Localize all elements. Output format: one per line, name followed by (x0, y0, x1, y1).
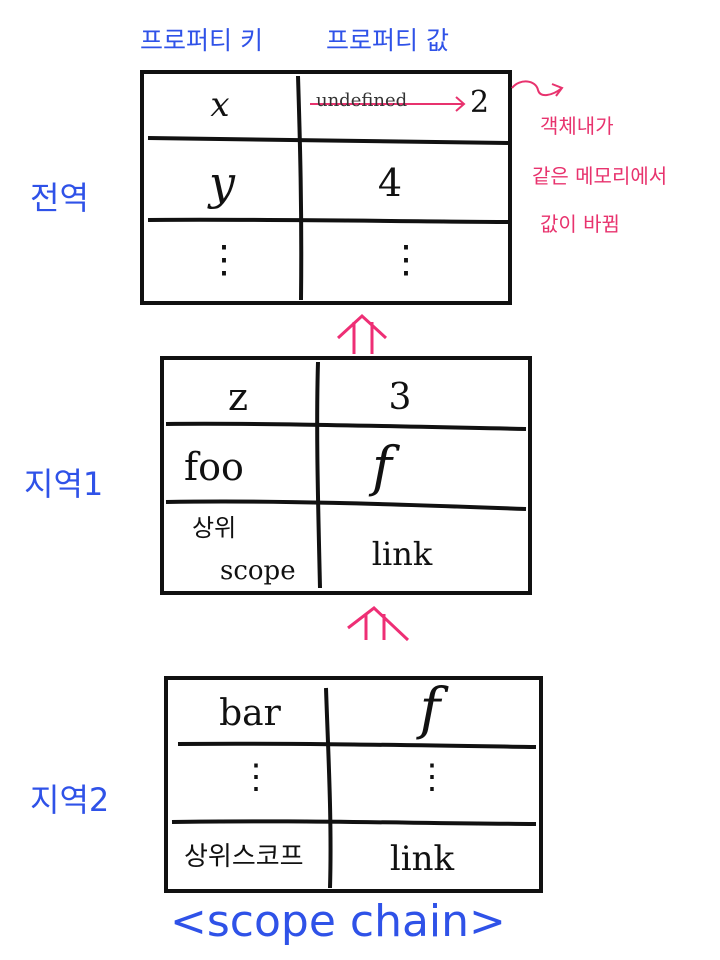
local2-row-2-value: ⋮ (415, 757, 449, 797)
chain-arrow-2 (347, 606, 410, 642)
annotation-line-3: 값이 바뀜 (540, 212, 620, 236)
global-row-1-old-value: undefined (316, 90, 408, 111)
global-row-3-value: ⋮ (387, 237, 425, 281)
local1-row-1-value: 3 (388, 377, 412, 418)
local2-row-line-1 (177, 741, 537, 749)
global-table-border (140, 70, 512, 305)
local1-row-1-key: z (227, 375, 249, 419)
annotation-line-1: 객체내가 (540, 114, 614, 138)
global-row-line-1 (147, 136, 509, 145)
local2-row-1-value: f (419, 677, 441, 742)
local1-scope-table (160, 356, 532, 595)
local1-row-2-key: foo (184, 445, 244, 489)
global-row-1-key: x (210, 85, 230, 125)
global-row-3-key: ⋮ (205, 237, 243, 281)
change-arrow-icon (448, 96, 466, 112)
local2-row-3-key: 상위스코프 (184, 842, 304, 872)
scope-chain-caption: <scope chain> (170, 896, 506, 947)
local1-row-2-value: f (372, 435, 392, 498)
local1-row-line-2 (165, 499, 527, 511)
property-key-header: 프로퍼티 키 (140, 26, 263, 55)
local2-table-divider (324, 687, 333, 889)
local2-table-border (164, 676, 543, 893)
local1-scope-label: 지역1 (24, 465, 104, 503)
global-scope-label: 전역 (30, 179, 89, 217)
local2-scope-table (164, 676, 543, 893)
local1-table-divider (315, 361, 322, 589)
global-row-1-value: 2 (470, 85, 490, 120)
local2-row-2-key: ⋮ (239, 757, 273, 797)
global-row-2-key: y (209, 156, 235, 210)
local2-row-1-key: bar (219, 693, 281, 734)
local2-row-line-2 (171, 819, 537, 826)
local1-row-line-1 (165, 421, 527, 431)
annotation-line-2: 같은 메모리에서 (532, 164, 668, 188)
local2-row-3-value: link (389, 839, 455, 879)
global-scope-table (140, 70, 564, 305)
global-row-line-2 (147, 217, 509, 224)
local2-scope-label: 지역2 (30, 781, 110, 819)
global-row-2-value: 4 (377, 161, 403, 205)
local1-row-3-key-line2: scope (220, 556, 296, 586)
global-table-divider (296, 75, 304, 301)
property-value-header: 프로퍼티 값 (326, 26, 449, 55)
local1-row-3-value: link (371, 535, 433, 573)
local1-row-3-key-line1: 상위 (192, 514, 237, 542)
local1-table-border (160, 356, 532, 595)
chain-arrow-1 (336, 313, 388, 354)
annotation-pointer-icon (511, 80, 564, 97)
